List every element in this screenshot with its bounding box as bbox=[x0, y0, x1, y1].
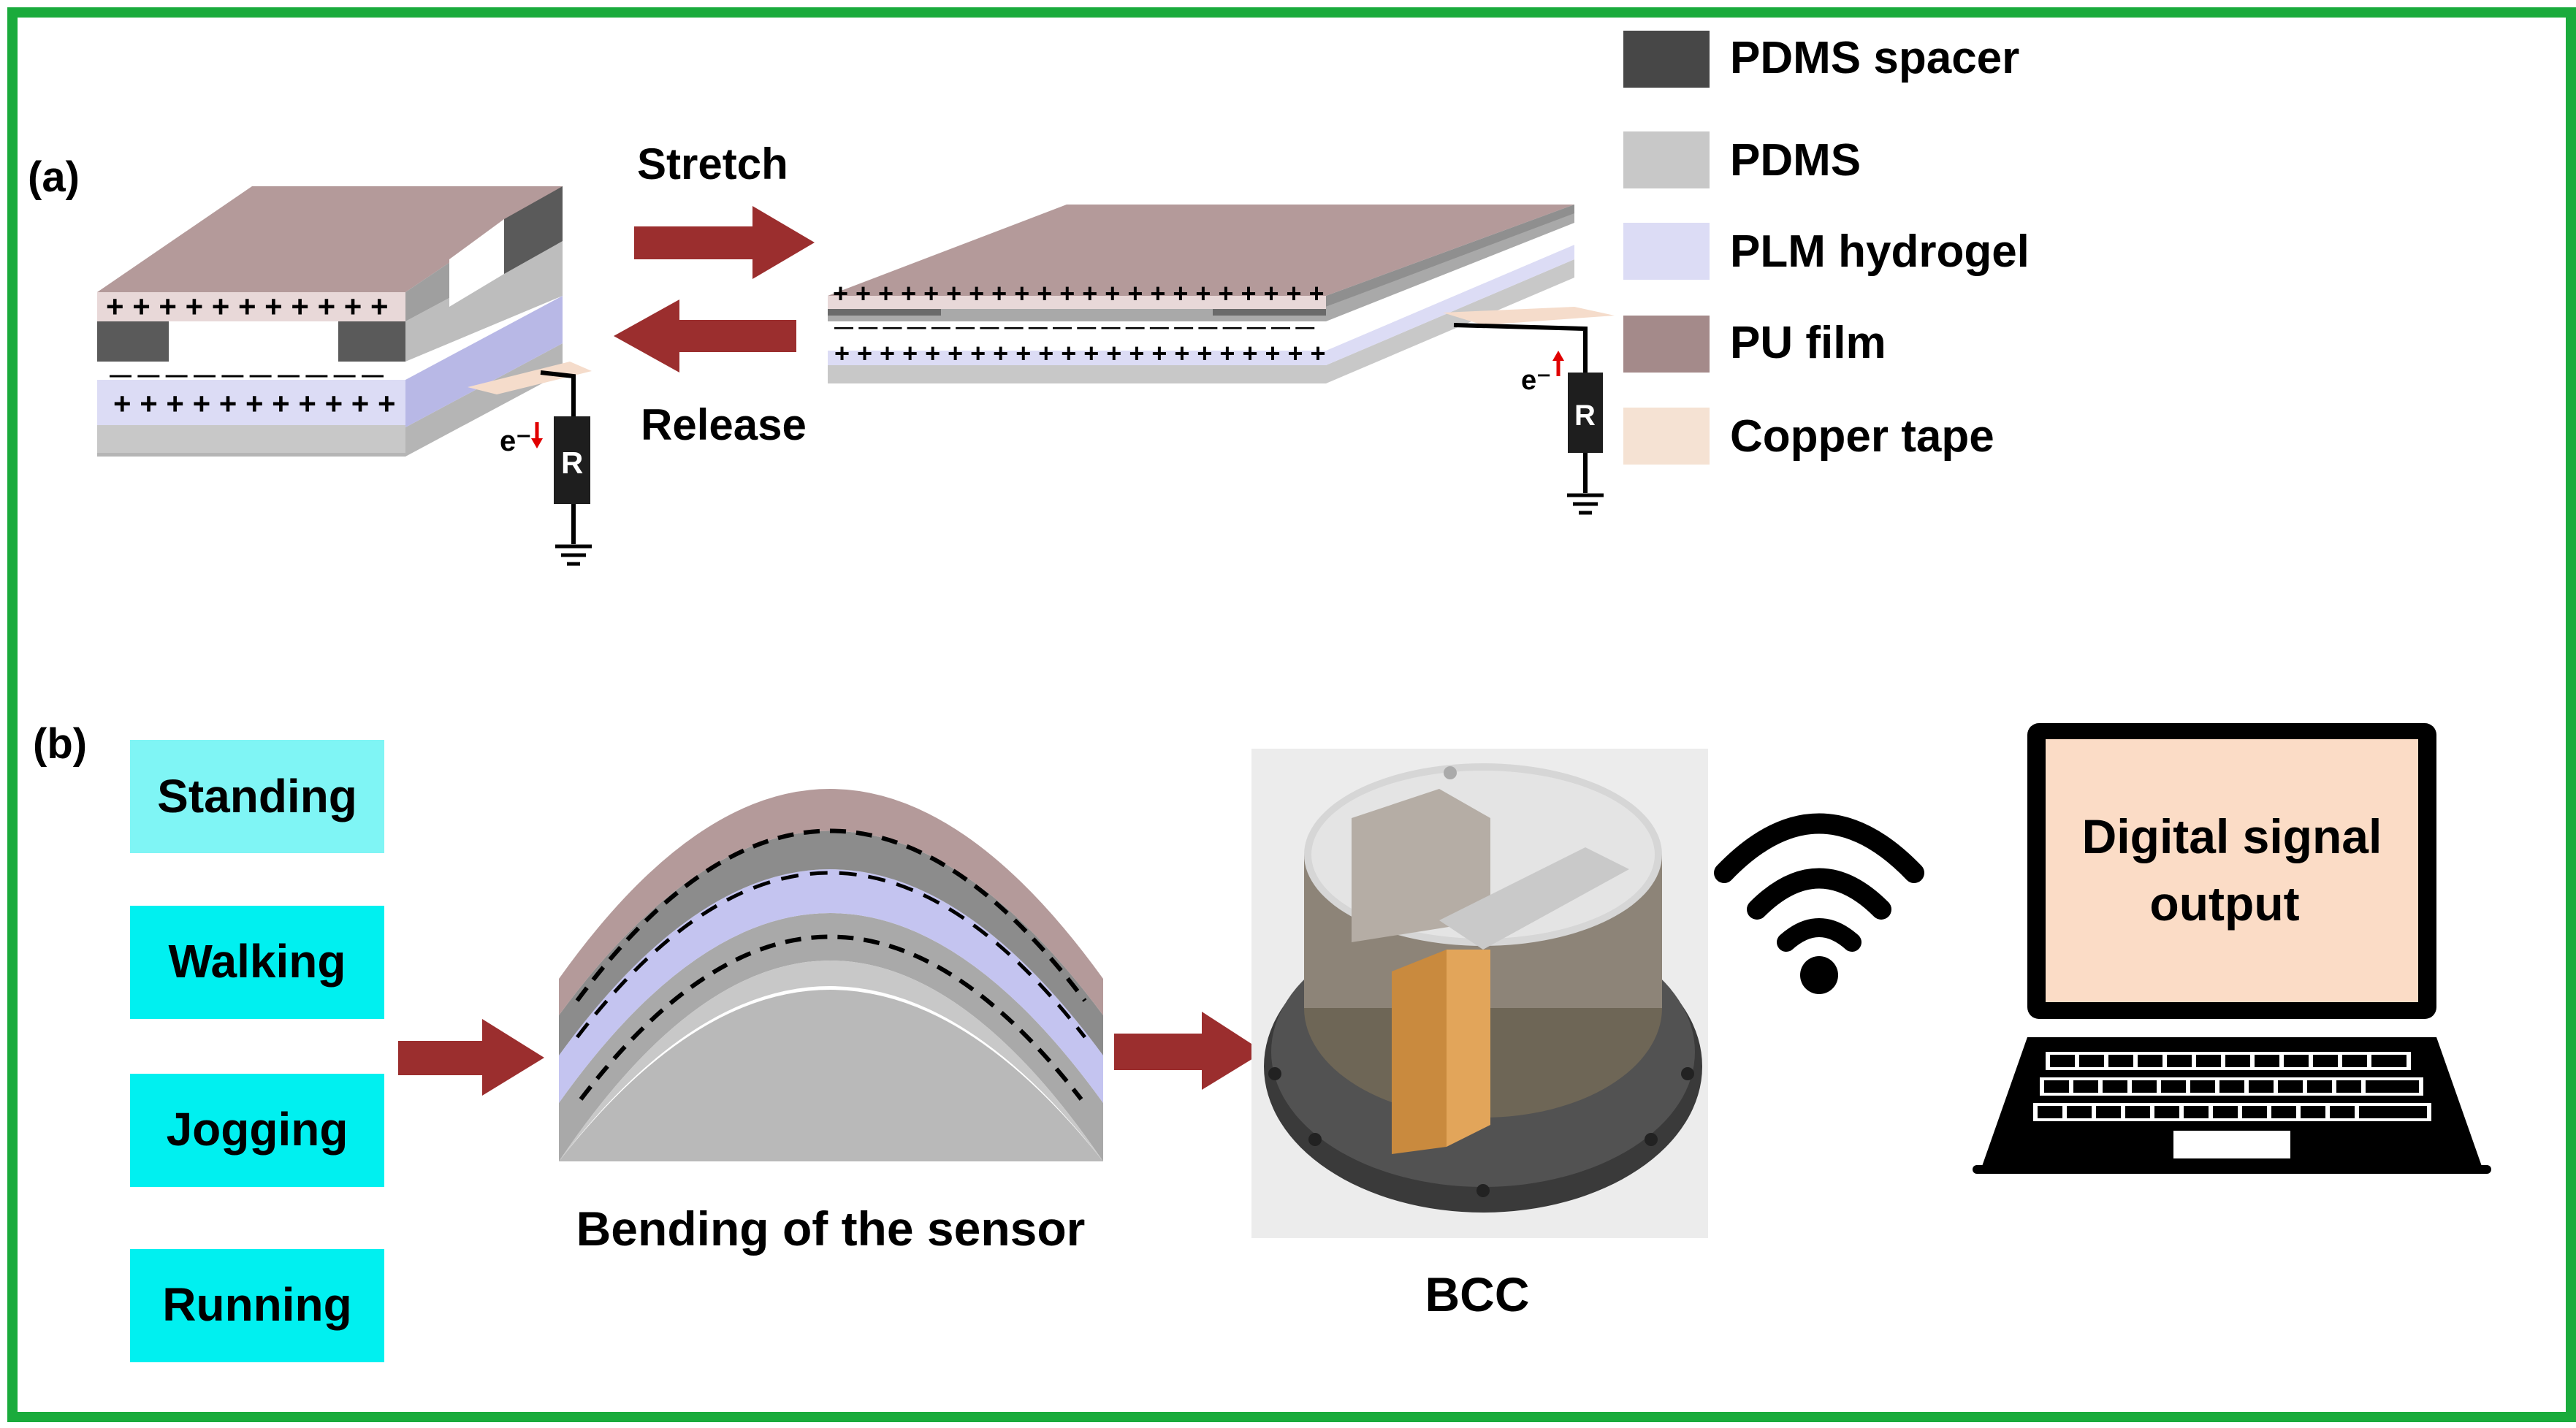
charge-row-minus-stretched: — — — — — — — — — — — — — — — — — — — — bbox=[834, 316, 1314, 337]
legend-swatch-pu-film bbox=[1623, 316, 1710, 373]
flow-arrow-activity-to-sensor bbox=[398, 1019, 544, 1096]
panel-b-label: (b) bbox=[33, 720, 87, 768]
laptop-trackpad bbox=[2173, 1131, 2290, 1158]
activity-box-jogging bbox=[130, 1074, 384, 1187]
charge-row-plus-top: + + + + + + + + + + + bbox=[106, 289, 389, 324]
legend-swatch-pdms-spacer bbox=[1623, 31, 1710, 88]
activity-label-jogging: Jogging bbox=[167, 1103, 348, 1156]
wifi-icon bbox=[1714, 813, 1924, 994]
legend-label-plm-hydrogel: PLM hydrogel bbox=[1730, 226, 2030, 277]
activity-box-running bbox=[130, 1249, 384, 1362]
stretch-arrow bbox=[634, 206, 815, 279]
activity-label-standing: Standing bbox=[157, 770, 357, 822]
laptop-screen-text-line1: Digital signal bbox=[2082, 809, 2382, 863]
circuit-right bbox=[1453, 323, 1604, 515]
activity-box-walking bbox=[130, 906, 384, 1019]
panel-a-label: (a) bbox=[28, 153, 80, 201]
electron-label-right: e⁻ bbox=[1521, 365, 1551, 396]
sensor-caption: Bending of the sensor bbox=[576, 1202, 1086, 1256]
bcc-caption: BCC bbox=[1425, 1267, 1530, 1321]
activity-label-running: Running bbox=[162, 1278, 351, 1331]
legend-swatch-plm-hydrogel bbox=[1623, 223, 1710, 280]
flow-arrow-sensor-to-bcc bbox=[1114, 1012, 1264, 1090]
legend-label-pdms: PDMS bbox=[1730, 135, 1861, 186]
legend-label-pu-film: PU film bbox=[1730, 318, 1886, 368]
legend-label-pdms-spacer: PDMS spacer bbox=[1730, 33, 2019, 83]
resistor-label-right: R bbox=[1574, 400, 1596, 432]
sensor-stack-relaxed bbox=[97, 186, 592, 457]
laptop-screen-text-line2: output bbox=[2149, 877, 2299, 931]
legend-label-copper-tape: Copper tape bbox=[1730, 411, 1994, 462]
legend bbox=[1623, 31, 1710, 465]
activity-label-walking: Walking bbox=[169, 935, 346, 988]
release-label: Release bbox=[641, 400, 807, 449]
charge-row-plus-bottom: + + + + + + + + + + + bbox=[113, 386, 396, 421]
bent-sensor bbox=[559, 789, 1103, 1161]
resistor-label-left: R bbox=[561, 446, 583, 480]
bcc-device-render bbox=[1251, 749, 1708, 1238]
legend-swatch-pdms bbox=[1623, 131, 1710, 188]
laptop-screen bbox=[2046, 739, 2418, 1002]
charge-row-plus-top-stretched: + + + + + + + + + + + + + + + + + + + + … bbox=[833, 278, 1325, 308]
legend-swatch-copper-tape bbox=[1623, 408, 1710, 465]
circuit-left bbox=[531, 370, 592, 566]
release-arrow bbox=[614, 299, 796, 373]
activity-box-standing bbox=[130, 740, 384, 853]
stretch-label: Stretch bbox=[637, 140, 788, 188]
charge-row-minus: — — — — — — — — — — bbox=[110, 363, 384, 387]
electron-label-left: e⁻ bbox=[500, 425, 531, 457]
sensor-stack-stretched bbox=[828, 205, 1615, 383]
figure-border bbox=[7, 7, 2576, 1422]
charge-row-plus-bottom-stretched: + + + + + + + + + + + + + + + + + + + + … bbox=[834, 338, 1326, 368]
laptop-icon bbox=[1973, 723, 2491, 1174]
